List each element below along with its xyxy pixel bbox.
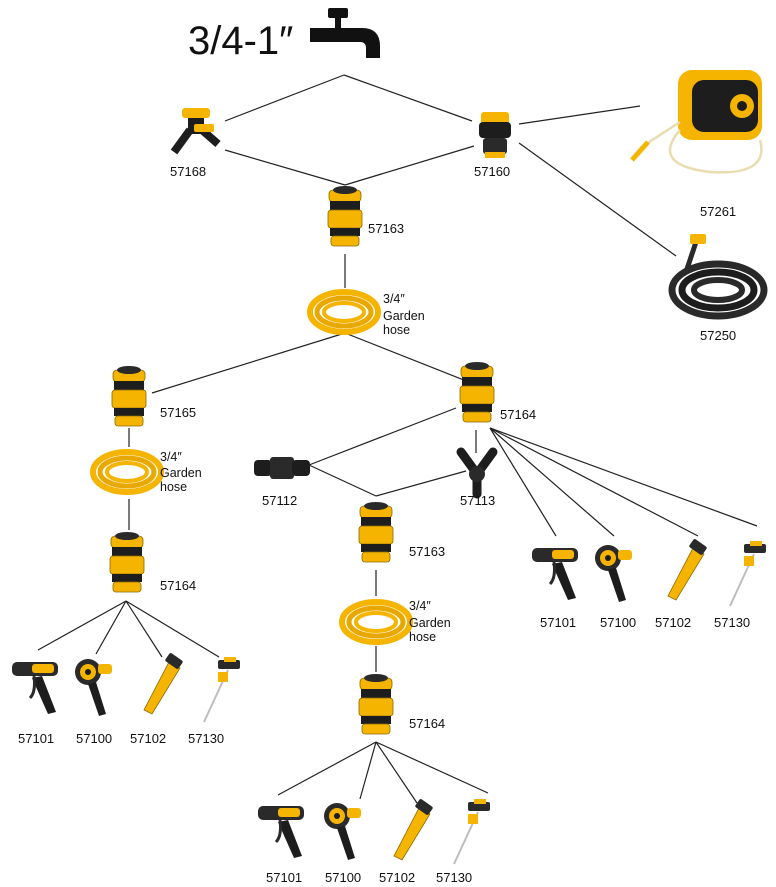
hose-label-line1: Garden [160, 466, 202, 480]
product-label: 57102 [655, 615, 691, 630]
product-57101[interactable]: 57101 [256, 804, 306, 885]
product-57100[interactable]: 57100 [75, 659, 112, 746]
product-57165[interactable]: 57165 [111, 365, 196, 427]
product-label: 57250 [700, 328, 736, 343]
product-label: 57164 [409, 716, 445, 731]
hose-label-line2: hose [383, 323, 410, 337]
multi-spray-gun-icon [595, 545, 632, 602]
product-57164-left[interactable]: 57164 [109, 531, 196, 593]
product-57112[interactable]: 57112 [254, 457, 310, 508]
product-label: 57160 [474, 164, 510, 179]
product-57102[interactable]: 57102 [130, 651, 184, 746]
product-57163-mid[interactable]: 57163 [358, 501, 445, 563]
product-57102[interactable]: 57102 [379, 797, 434, 885]
product-57160[interactable]: 57160 [474, 112, 511, 179]
product-57130[interactable]: 57130 [188, 656, 241, 746]
hose-label-line1: Garden [383, 309, 425, 323]
hose-label-line2: hose [160, 480, 187, 494]
product-label: 57164 [160, 578, 196, 593]
product-57100[interactable]: 57100 [324, 803, 361, 885]
product-label: 57168 [170, 164, 206, 179]
connector-icon [111, 365, 147, 427]
product-label: 57130 [436, 870, 472, 885]
hose-size-label: 3/4″ [409, 599, 431, 613]
product-label: 57165 [160, 405, 196, 420]
product-57100[interactable]: 57100 [595, 545, 636, 630]
garden-hose-top[interactable]: 3/4″ Garden hose [310, 292, 425, 337]
multi-spray-gun-icon [324, 803, 361, 860]
product-label: 57100 [76, 731, 112, 746]
product-label: 57100 [600, 615, 636, 630]
product-57168[interactable]: 57168 [170, 108, 218, 179]
product-label: 57102 [130, 731, 166, 746]
sprinkler-icon [453, 798, 491, 865]
product-label: 57163 [409, 544, 445, 559]
product-57164-right[interactable]: 57164 [459, 361, 536, 423]
product-57250[interactable]: 57250 [672, 234, 764, 343]
connector-icon [459, 361, 495, 423]
garden-hose-icon [310, 292, 378, 332]
valve-icon [174, 108, 218, 152]
product-57101[interactable]: 57101 [10, 660, 60, 746]
hose-size-label: 3/4″ [383, 292, 405, 306]
garden-hose-mid[interactable]: 3/4″ Garden hose [342, 599, 451, 644]
product-label: 57163 [368, 221, 404, 236]
product-57130[interactable]: 57130 [714, 540, 767, 630]
title: 3/4-1″ [188, 19, 293, 63]
hose-label-line1: Garden [409, 616, 451, 630]
connector-icon [358, 673, 394, 735]
nozzle-group-left: 57101 57100 57102 57130 [10, 651, 241, 746]
nozzle-icon [393, 797, 434, 861]
expandable-hose-icon [672, 234, 764, 316]
connection-lines [37, 74, 758, 804]
sprinkler-icon [729, 540, 767, 607]
product-57101[interactable]: 57101 [530, 546, 580, 630]
y-connector-icon [461, 452, 493, 494]
product-label: 57164 [500, 407, 536, 422]
product-57261[interactable]: 57261 [632, 70, 762, 219]
connector-icon [327, 185, 363, 247]
connector-icon [109, 531, 145, 593]
nozzle-icon [667, 537, 708, 601]
product-57130[interactable]: 57130 [436, 798, 491, 885]
tap-icon [310, 8, 380, 58]
sprinkler-icon [203, 656, 241, 723]
garden-hose-left[interactable]: 3/4″ Garden hose [93, 450, 202, 494]
spray-gun-icon [256, 804, 306, 860]
product-label: 57130 [714, 615, 750, 630]
spray-gun-icon [530, 546, 580, 602]
product-label: 57113 [460, 493, 495, 508]
product-label: 57101 [18, 731, 54, 746]
garden-hose-icon [93, 452, 161, 492]
nozzle-icon [143, 651, 184, 715]
nozzle-group-right: 57101 57100 57102 57130 [530, 537, 767, 630]
product-label: 57101 [266, 870, 302, 885]
garden-hose-icon [342, 602, 410, 642]
product-label: 57112 [262, 493, 297, 508]
product-57164-bottom[interactable]: 57164 [358, 673, 445, 735]
tap-connector-icon [479, 112, 511, 158]
product-label: 57101 [540, 615, 576, 630]
hose-size-label: 3/4″ [160, 450, 182, 464]
double-male-connector-icon [254, 457, 310, 479]
multi-spray-gun-icon [75, 659, 112, 716]
product-label: 57261 [700, 204, 736, 219]
product-label: 57100 [325, 870, 361, 885]
product-57102[interactable]: 57102 [655, 537, 708, 630]
spray-gun-icon [10, 660, 60, 716]
product-57163-top[interactable]: 57163 [327, 185, 404, 247]
product-label: 57130 [188, 731, 224, 746]
nozzle-group-bottom: 57101 57100 57102 57130 [256, 797, 491, 885]
hose-reel-icon [632, 70, 762, 172]
connector-icon [358, 501, 394, 563]
product-57113[interactable]: 57113 [460, 452, 495, 508]
product-label: 57102 [379, 870, 415, 885]
hose-label-line2: hose [409, 630, 436, 644]
